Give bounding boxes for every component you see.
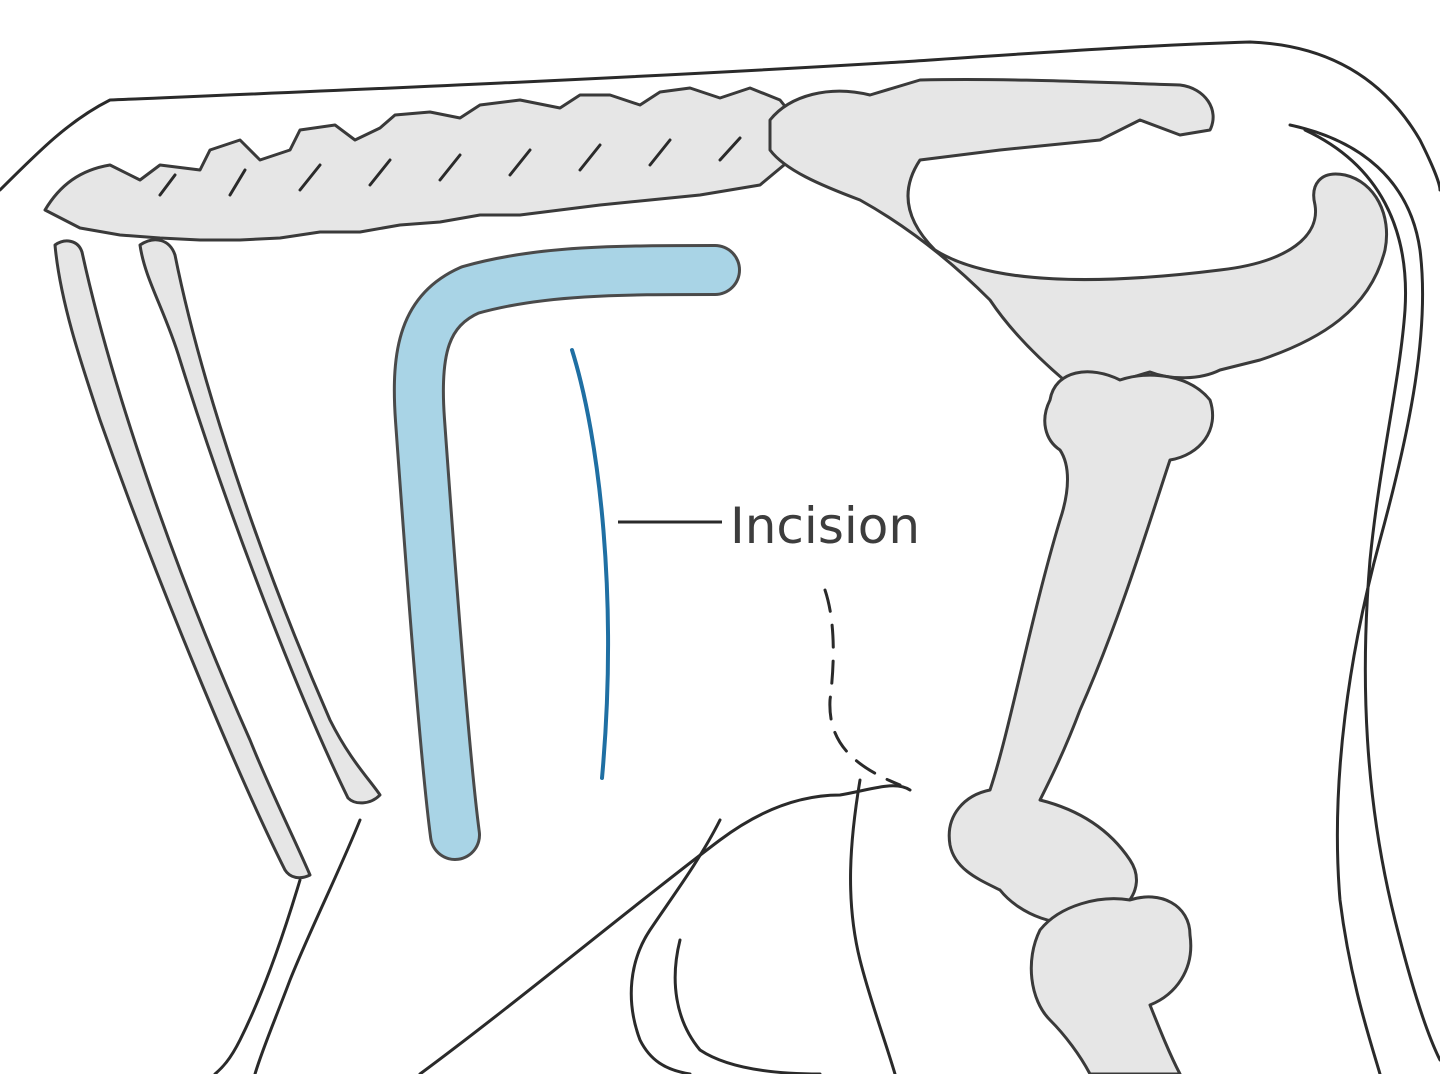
vertebral-column: [43, 86, 802, 242]
abdominal-wall-outline: [629, 818, 722, 1074]
tail-outline: [1303, 128, 1440, 1062]
costal-arch: [213, 818, 362, 1074]
muscle-band-fill: [395, 247, 738, 858]
incision-label: Incision: [730, 497, 920, 555]
ventral-abdomen-outline: [418, 784, 912, 1074]
flank-fold-dashed: [823, 588, 902, 787]
thigh-fold-outline: [673, 938, 822, 1074]
rib-cranial: [53, 239, 312, 880]
hindlimb-front-outline: [849, 778, 897, 1074]
dorsal-body-outline: [0, 40, 1440, 192]
incision-line: [570, 348, 610, 780]
pelvis: [768, 77, 1389, 390]
tibia: [1029, 895, 1193, 1074]
caudal-thigh-outline: [1288, 123, 1425, 1074]
rib-caudal: [138, 238, 382, 805]
femur: [947, 370, 1215, 925]
